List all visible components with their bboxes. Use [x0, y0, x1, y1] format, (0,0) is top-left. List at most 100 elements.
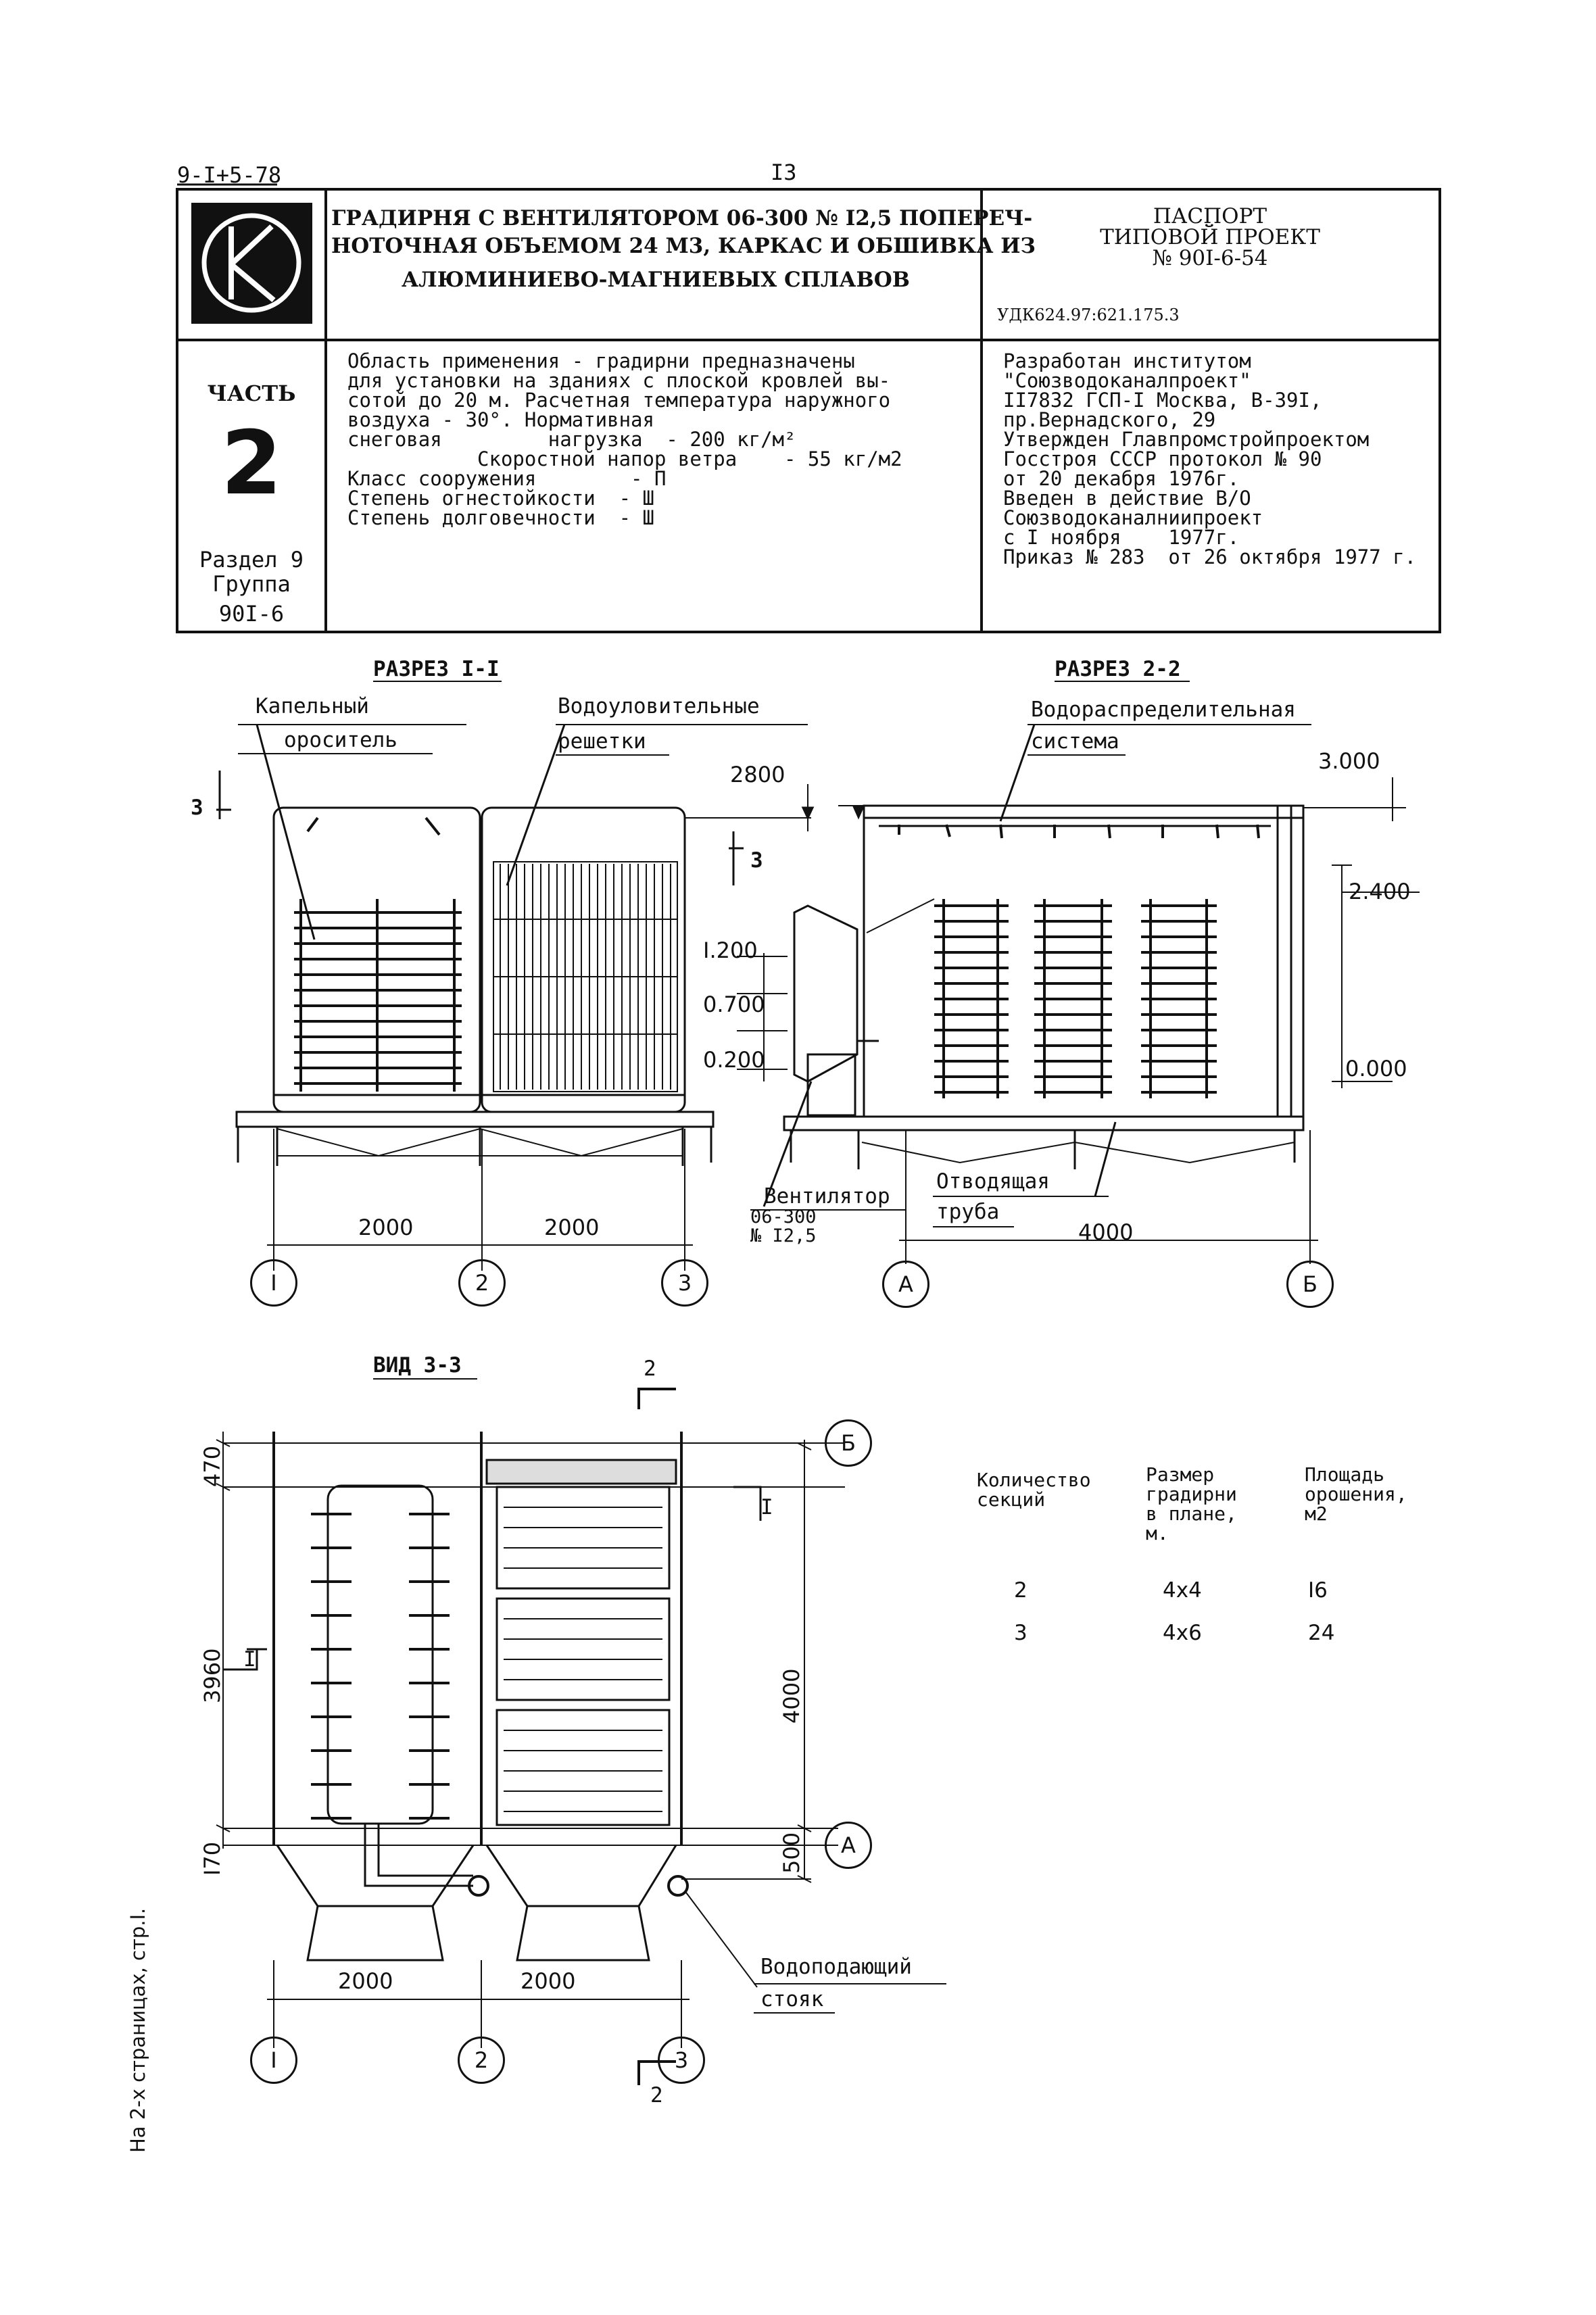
axis-marker: 3 — [661, 1259, 708, 1307]
passport-block: ПАСПОРТ ТИПОВОЙ ПРОЕКТ № 90I-6-54 — [987, 206, 1433, 269]
application-line: Скоростной напор ветра - 55 кг/м2 — [347, 447, 902, 470]
dim-zero-level: 0.000 — [1345, 1056, 1407, 1081]
application-line: снеговая нагрузка - 200 кг/м² — [347, 428, 796, 451]
table-row: 4x4 — [1163, 1578, 1202, 1603]
part-number: 2 — [220, 412, 283, 514]
table-row: I6 — [1308, 1578, 1328, 1603]
axis-marker: Б — [1286, 1261, 1334, 1308]
title-line: НОТОЧНАЯ ОБЪЕМОМ 24 М3, КАРКАС И ОБШИВКА… — [331, 234, 1036, 258]
table-row: 2 — [1014, 1578, 1027, 1603]
drain-label: труба — [936, 1200, 1000, 1224]
axis-marker: А — [825, 1822, 872, 1869]
table-header-line: Площадь — [1305, 1463, 1385, 1486]
axis-marker: Б — [825, 1419, 872, 1467]
application-line: Класс сооружения - П — [347, 467, 667, 490]
table-header-line: секций — [977, 1488, 1046, 1511]
dim-470: 470 — [199, 1445, 225, 1487]
dim-span: 2000 — [544, 1215, 600, 1240]
developer-line: Союзводоканалниипроект — [1003, 506, 1263, 529]
fan-label: Вентилятор — [764, 1184, 890, 1209]
section-1-title: РАЗРЕЗ I-I — [373, 657, 500, 681]
table-row: 24 — [1308, 1621, 1334, 1645]
developer-line: Введен в действие В/О — [1003, 487, 1251, 510]
dim-170: I70 — [199, 1841, 225, 1876]
view-3-title: ВИД 3-3 — [373, 1353, 462, 1378]
application-text: Область применения - градирни предназнач… — [347, 351, 902, 528]
application-line: для установки на зданиях с плоской кровл… — [347, 369, 891, 392]
application-line: сотой до 20 м. Расчетная температура нар… — [347, 389, 891, 412]
dim-top-gap: 2800 — [730, 762, 785, 787]
axis-marker: 3 — [658, 2037, 705, 2084]
section-line: Группа — [212, 571, 291, 597]
table-cell: 24 — [1308, 1621, 1335, 1645]
section-line: Раздел 9 — [199, 547, 304, 572]
fan-label: № I2,5 — [750, 1225, 817, 1246]
dim-h3: 0.200 — [703, 1047, 765, 1073]
logo-icon — [191, 203, 312, 324]
table-header-area: Площадь орошения, м2 — [1305, 1465, 1407, 1524]
table-header-line: орошения, — [1305, 1483, 1407, 1505]
section-2-title: РАЗРЕЗ 2-2 — [1055, 657, 1181, 681]
dim-top-level: 3.000 — [1318, 748, 1380, 774]
passport-line: ПАСПОРТ — [1153, 204, 1267, 228]
cut-mark-2: 2 — [644, 1357, 656, 1381]
passport-line: ТИПОВОЙ ПРОЕКТ — [1100, 225, 1320, 249]
table-row: 3 — [1014, 1621, 1027, 1645]
application-line: Степень огнестойкости - Ш — [347, 487, 654, 510]
table-header-line: градирни — [1146, 1483, 1237, 1505]
distribution-label: Водораспределительная — [1031, 698, 1296, 722]
axis-marker: 2 — [458, 2037, 505, 2084]
table-row: 4x6 — [1163, 1621, 1202, 1645]
application-line: воздуха - 30°. Нормативная — [347, 408, 654, 431]
cut-mark-2: 2 — [650, 2083, 663, 2107]
developer-line: Разработан институтом — [1003, 349, 1251, 372]
dim-span: 2000 — [358, 1215, 414, 1240]
table-header-sections: Количество секций — [977, 1470, 1091, 1509]
distribution-label: система — [1031, 729, 1119, 754]
application-line: Область применения - градирни предназнач… — [347, 349, 855, 372]
udk-code: УДК624.97:621.175.3 — [997, 306, 1180, 324]
developer-line: Утвержден Главпромстройпроектом — [1003, 428, 1370, 451]
developer-line: Госстроя СССР протокол № 90 — [1003, 447, 1322, 470]
riser-label: Водоподающий — [760, 1955, 912, 1979]
table-cell: 2 — [1014, 1578, 1027, 1603]
dim-h2: 0.700 — [703, 992, 765, 1017]
passport-line: № 90I-6-54 — [1152, 246, 1268, 270]
table-header-line: м2 — [1305, 1503, 1328, 1525]
developer-text: Разработан институтом "Союзводоканалпрое… — [1003, 351, 1416, 567]
table-header-line: Размер — [1146, 1463, 1215, 1486]
document-title: ГРАДИРНЯ С ВЕНТИЛЯТОРОМ 06-300 № I2,5 ПО… — [331, 206, 1036, 297]
side-note: На 2-х страницах, стр.I. — [126, 1907, 149, 2153]
section-line: 90I-6 — [218, 601, 285, 627]
cut-mark-3: 3 — [750, 848, 763, 873]
drip-label: Капельный — [256, 694, 369, 718]
dim-4000: 4000 — [779, 1668, 804, 1724]
dim-h1: I.200 — [703, 937, 758, 963]
grids-label: Водоуловительные — [558, 694, 760, 718]
section-group: Раздел 9 Группа 90I-6 — [177, 547, 326, 626]
table-header-size: Размер градирни в плане, м. — [1146, 1465, 1237, 1543]
title-line: ГРАДИРНЯ С ВЕНТИЛЯТОРОМ 06-300 № I2,5 ПО… — [331, 206, 1033, 230]
riser-label: стояк — [760, 1987, 824, 2012]
developer-line: II7832 ГСП-I Москва, В-39I, — [1003, 389, 1322, 412]
table-header-line: м. — [1146, 1522, 1169, 1544]
dim-span: 2000 — [521, 1968, 576, 1994]
axis-marker: А — [882, 1261, 929, 1308]
developer-line: с I ноября 1977г. — [1003, 526, 1240, 549]
page-number: I3 — [771, 160, 797, 185]
axis-marker: I — [250, 1259, 297, 1307]
dim-500: 500 — [779, 1832, 804, 1874]
table-cell: 3 — [1014, 1621, 1027, 1645]
table-header-line: в плане, — [1146, 1503, 1237, 1525]
table-cell: 4x4 — [1163, 1578, 1202, 1603]
developer-line: "Союзводоканалпроект" — [1003, 369, 1251, 392]
cut-mark-I: I — [760, 1495, 773, 1519]
cut-mark-I: I — [243, 1647, 256, 1672]
dim-3960: 3960 — [199, 1648, 225, 1703]
application-line: Степень долговечности - Ш — [347, 506, 654, 529]
fan-label: 06-300 — [750, 1207, 817, 1227]
table-cell: I6 — [1308, 1578, 1328, 1603]
cut-mark-3: 3 — [191, 796, 203, 820]
drip-label: ороситель — [284, 728, 397, 752]
